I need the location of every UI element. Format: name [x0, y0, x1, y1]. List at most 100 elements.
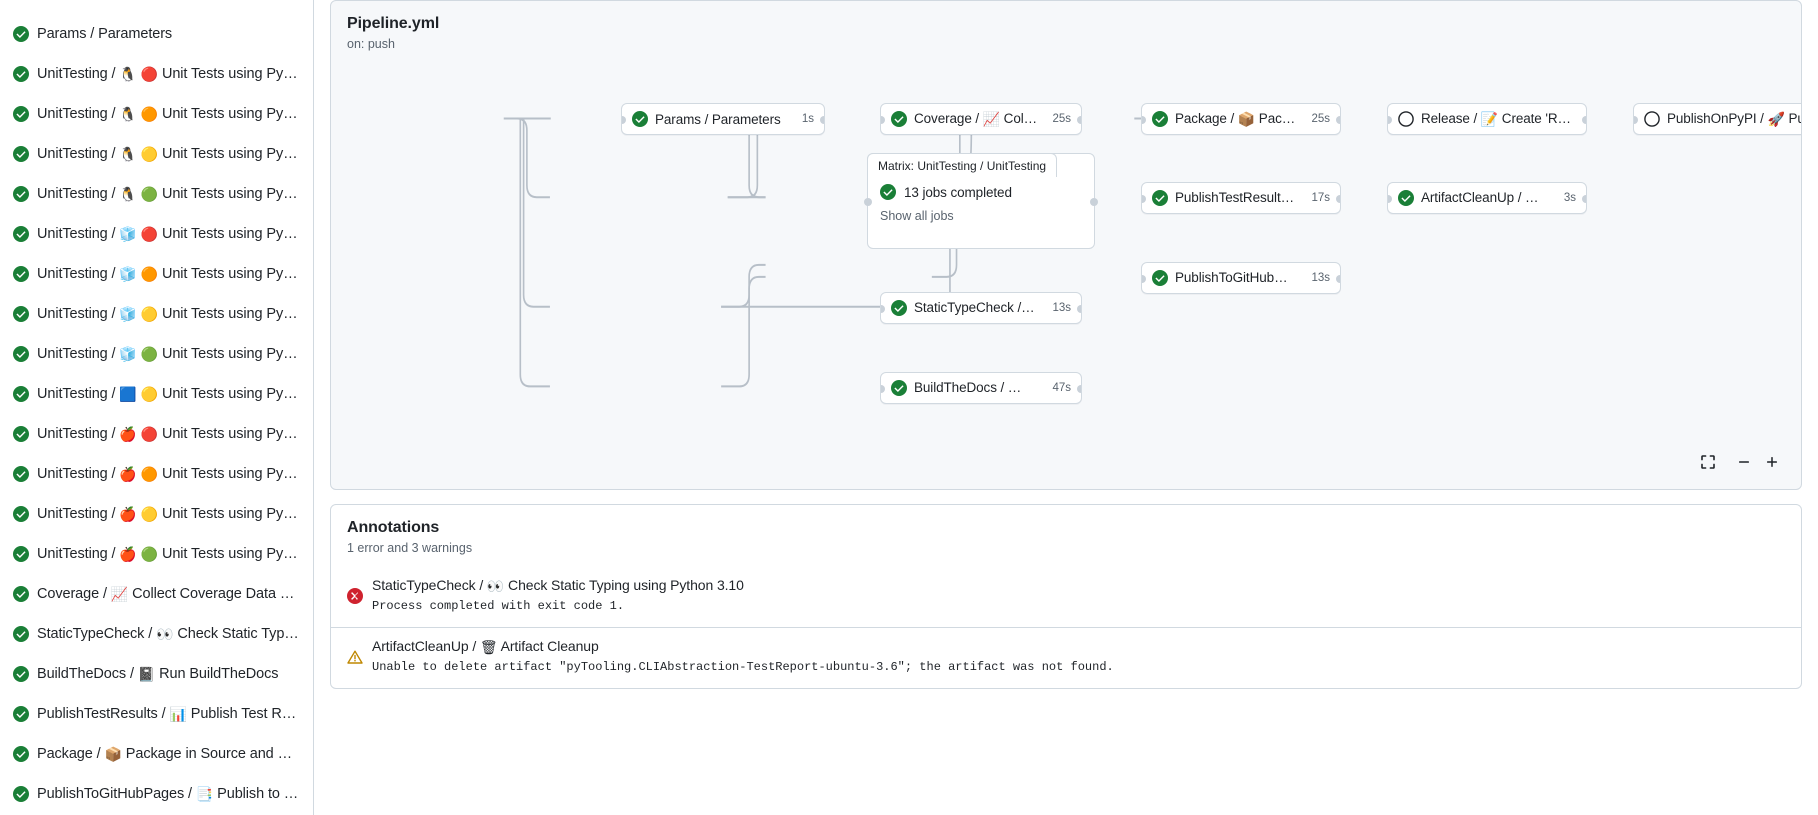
matrix-group-unittesting[interactable]: Matrix: UnitTesting / UnitTesting 13 job… — [864, 153, 1098, 249]
annotations-header: Annotations 1 error and 3 warnings — [331, 505, 1801, 567]
sidebar-job-label: UnitTesting / 🧊 🟢 Unit Tests using Pyth.… — [37, 346, 299, 362]
node-port-right — [820, 116, 824, 124]
job-emoji: 🐧 — [119, 106, 137, 122]
sidebar-job-item[interactable]: UnitTesting / 🐧 🟢 Unit Tests using Pyth.… — [4, 174, 309, 214]
graph-node-label: ArtifactCleanUp / 🗑 Artifac... — [1421, 189, 1549, 206]
node-port-left — [881, 305, 885, 313]
node-port-left — [1142, 195, 1146, 203]
sidebar-job-item[interactable]: UnitTesting / 🐧 🟠 Unit Tests using Pyth.… — [4, 94, 309, 134]
graph-node-duration: 47s — [1052, 382, 1071, 394]
graph-node-testresults[interactable]: PublishTestResults / 📊 Pu...17s — [1141, 182, 1341, 214]
annotation-message: Unable to delete artifact "pyTooling.CLI… — [372, 660, 1114, 674]
job-emoji: 🔴 — [140, 66, 159, 82]
sidebar-job-item[interactable]: UnitTesting / 🧊 🟠 Unit Tests using Pyth.… — [4, 254, 309, 294]
sidebar-job-item[interactable]: PublishToGitHubPages / 📑 Publish to G... — [4, 774, 309, 814]
annotation-job-name: ArtifactCleanUp / 🗑 Artifact Cleanup — [372, 638, 599, 655]
sidebar-job-item[interactable]: UnitTesting / 🐧 🔴 Unit Tests using Pyth.… — [4, 54, 309, 94]
annotation-emoji: 👀 — [486, 578, 505, 594]
sidebar-job-item[interactable]: StaticTypeCheck / 👀 Check Static Typing.… — [4, 614, 309, 654]
check-success-icon — [13, 386, 29, 402]
graph-node-label: BuildTheDocs / 📓 Run Buil... — [914, 379, 1037, 396]
graph-node-label: Coverage / 📈 Collect Cove... — [914, 110, 1037, 127]
sidebar-job-label: Coverage / 📈 Collect Coverage Data usi..… — [37, 586, 299, 602]
job-emoji: 🍎 — [119, 546, 137, 562]
sidebar-job-label: UnitTesting / 🐧 🟢 Unit Tests using Pyth.… — [37, 186, 299, 202]
show-all-jobs-link[interactable]: Show all jobs — [880, 209, 954, 223]
sidebar-job-item[interactable]: UnitTesting / 🧊 🔴 Unit Tests using Pyth.… — [4, 214, 309, 254]
graph-node-docs[interactable]: BuildTheDocs / 📓 Run Buil... 47s — [880, 372, 1082, 404]
sidebar-job-label: UnitTesting / 🍎 🟠 Unit Tests using Pyth.… — [37, 466, 299, 482]
node-port-left — [622, 116, 626, 124]
sidebar-job-label: UnitTesting / 🐧 🔴 Unit Tests using Pyth.… — [37, 66, 299, 82]
sidebar-job-item[interactable]: Coverage / 📈 Collect Coverage Data usi..… — [4, 574, 309, 614]
sidebar-job-label: Package / 📦 Package in Source and Wh... — [37, 746, 299, 762]
job-emoji: 🧊 — [119, 346, 137, 362]
annotations-list: StaticTypeCheck / 👀 Check Static Typing … — [331, 567, 1801, 688]
graph-node-label: PublishOnPyPI / 🚀 Publish to ... — [1667, 110, 1801, 127]
job-emoji: 🍎 — [119, 426, 137, 442]
graph-node-pypi[interactable]: PublishOnPyPI / 🚀 Publish to ... — [1633, 103, 1801, 135]
check-success-icon — [13, 466, 29, 482]
job-emoji: 🟡 — [140, 386, 159, 402]
workflow-graph-card[interactable]: Pipeline.yml on: push — [330, 0, 1802, 490]
graph-node-duration: 25s — [1311, 113, 1330, 125]
graph-node-release[interactable]: Release / 📝 Create 'Release P... — [1387, 103, 1587, 135]
graph-node-duration: 17s — [1311, 192, 1330, 204]
check-success-icon — [13, 306, 29, 322]
sidebar-job-item[interactable]: UnitTesting / 🟦 🟡 Unit Tests using Pyth.… — [4, 374, 309, 414]
node-port-left — [1388, 116, 1392, 124]
main-content: Pipeline.yml on: push — [314, 0, 1818, 815]
node-emoji: 📈 — [982, 110, 1001, 127]
check-success-icon — [13, 746, 29, 762]
graph-node-coverage[interactable]: Coverage / 📈 Collect Cove...25s — [880, 103, 1082, 135]
sidebar-job-label: UnitTesting / 🧊 🟠 Unit Tests using Pyth.… — [37, 266, 299, 282]
sidebar-job-item[interactable]: UnitTesting / 🍎 🔴 Unit Tests using Pyth.… — [4, 414, 309, 454]
job-emoji: 📦 — [104, 746, 122, 762]
check-success-icon — [13, 26, 29, 42]
sidebar-job-item[interactable]: BuildTheDocs / 📓 Run BuildTheDocs — [4, 654, 309, 694]
check-success-icon — [1152, 190, 1168, 206]
graph-node-cleanup[interactable]: ArtifactCleanUp / 🗑 Artifac...3s — [1387, 182, 1587, 214]
job-emoji: 🟢 — [140, 186, 159, 202]
check-success-icon — [880, 184, 896, 200]
trigger-event: on: push — [347, 37, 395, 51]
sidebar-job-label: BuildTheDocs / 📓 Run BuildTheDocs — [37, 666, 279, 682]
node-port-right — [1582, 116, 1586, 124]
node-port-right — [1077, 116, 1081, 124]
sidebar-job-item[interactable]: UnitTesting / 🍎 🟠 Unit Tests using Pyth.… — [4, 454, 309, 494]
graph-node-package[interactable]: Package / 📦 Package in So...25s — [1141, 103, 1341, 135]
zoom-in-icon[interactable] — [1759, 449, 1785, 475]
sidebar-job-item[interactable]: UnitTesting / 🍎 🟡 Unit Tests using Pyth.… — [4, 494, 309, 534]
sidebar-job-item[interactable]: UnitTesting / 🍎 🟢 Unit Tests using Pyth.… — [4, 534, 309, 574]
job-emoji: 🟡 — [140, 146, 159, 162]
graph-node-typecheck[interactable]: StaticTypeCheck / 👀 Chec...13s — [880, 292, 1082, 324]
check-success-icon — [13, 546, 29, 562]
matrix-summary-row[interactable]: 13 jobs completed — [880, 184, 1082, 200]
check-success-icon — [13, 626, 29, 642]
zoom-out-icon[interactable] — [1731, 449, 1757, 475]
sidebar-job-item[interactable]: Params / Parameters — [4, 14, 309, 54]
node-port-left — [1388, 195, 1392, 203]
sidebar-job-item[interactable]: UnitTesting / 🧊 🟡 Unit Tests using Pyth.… — [4, 294, 309, 334]
node-port-right — [1582, 195, 1586, 203]
graph-zoom-controls[interactable] — [1695, 449, 1785, 475]
fullscreen-icon[interactable] — [1695, 449, 1721, 475]
graph-node-duration: 1s — [801, 113, 814, 125]
sidebar-job-item[interactable]: UnitTesting / 🧊 🟢 Unit Tests using Pyth.… — [4, 334, 309, 374]
graph-node-ghpages[interactable]: PublishToGitHubPages / 📑 ...13s — [1141, 262, 1341, 294]
sidebar-job-item[interactable]: UnitTesting / 🐧 🟡 Unit Tests using Pyth.… — [4, 134, 309, 174]
job-emoji: 🟡 — [140, 306, 159, 322]
pending-circle-icon — [1644, 111, 1660, 127]
job-emoji: 🐧 — [119, 146, 137, 162]
sidebar-job-label: PublishToGitHubPages / 📑 Publish to G... — [37, 786, 299, 802]
sidebar-job-item[interactable]: Package / 📦 Package in Source and Wh... — [4, 734, 309, 774]
annotations-title: Annotations — [347, 519, 440, 536]
sidebar-job-label: Params / Parameters — [37, 26, 173, 42]
sidebar-job-item[interactable]: PublishTestResults / 📊 Publish Test Resu… — [4, 694, 309, 734]
job-emoji: 🍎 — [119, 466, 137, 482]
graph-canvas[interactable]: Matrix: UnitTesting / UnitTesting 13 job… — [331, 1, 1801, 489]
node-port-left — [1634, 116, 1638, 124]
